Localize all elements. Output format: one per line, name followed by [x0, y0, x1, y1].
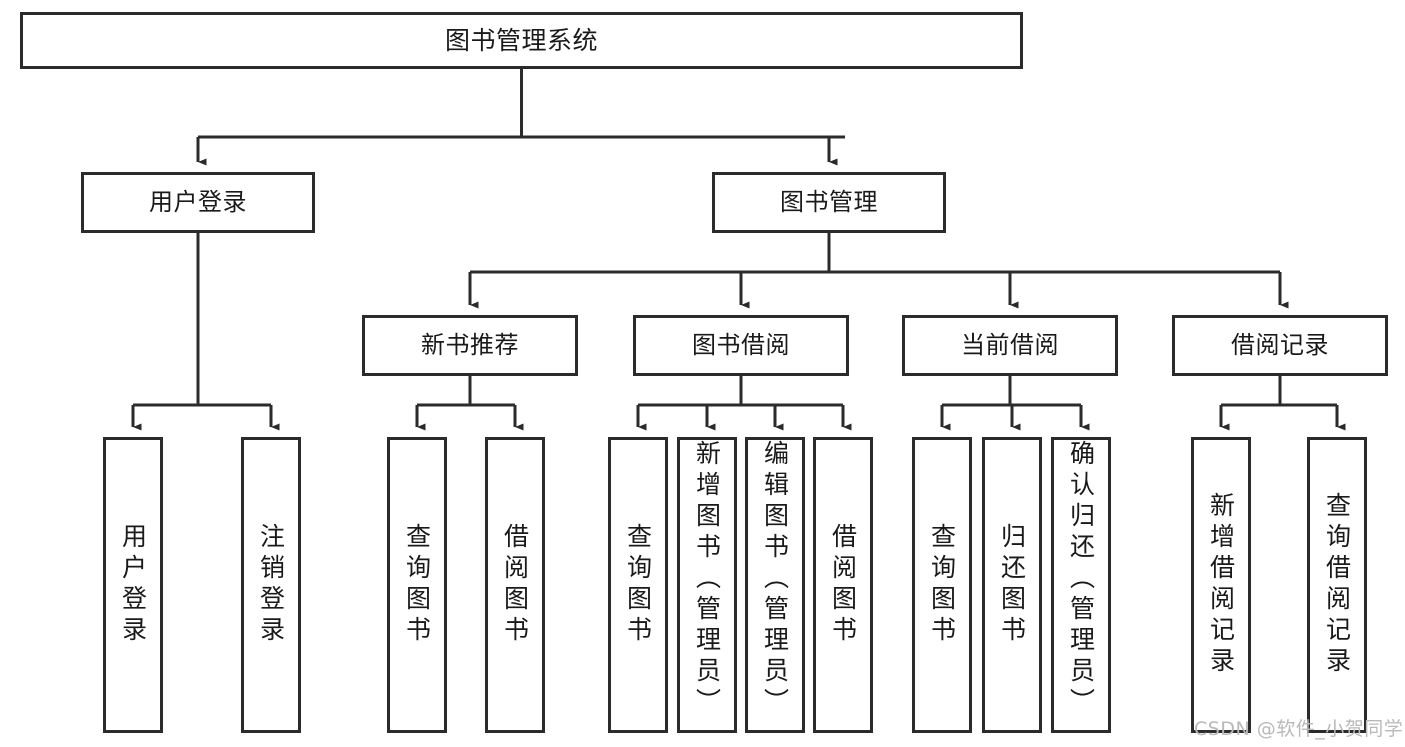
node-borrow-record-label: 借阅记录 [1231, 331, 1329, 360]
node-new-book-recommend-label: 新书推荐 [421, 331, 519, 360]
node-leaf-add-book-label: 新增图书（管理员） [692, 440, 722, 719]
node-leaf-user-login[interactable]: 用户登录 [103, 437, 163, 733]
node-leaf-borrow-book[interactable]: 借阅图书 [813, 437, 873, 733]
node-borrow-record[interactable]: 借阅记录 [1172, 315, 1388, 376]
node-leaf-return-book-label: 归还图书 [997, 523, 1027, 647]
csdn-watermark: CSDN @软件_小贺同学 [1194, 718, 1404, 740]
node-book-borrow-label: 图书借阅 [692, 331, 790, 360]
node-leaf-edit-book[interactable]: 编辑图书（管理员） [745, 437, 805, 733]
node-user-login[interactable]: 用户登录 [81, 172, 315, 233]
node-leaf-query-book-cur[interactable]: 查询图书 [912, 437, 972, 733]
node-leaf-query-book-cur-label: 查询图书 [927, 523, 957, 647]
node-leaf-borrow-book-rec[interactable]: 借阅图书 [485, 437, 545, 733]
node-user-login-label: 用户登录 [149, 188, 247, 217]
node-leaf-borrow-book-label: 借阅图书 [828, 523, 858, 647]
node-leaf-query-book-borrow[interactable]: 查询图书 [608, 437, 668, 733]
node-leaf-user-login-label: 用户登录 [118, 523, 148, 647]
node-leaf-query-record-label: 查询借阅记录 [1322, 492, 1352, 678]
node-current-borrow[interactable]: 当前借阅 [902, 315, 1118, 376]
node-leaf-query-book-rec-label: 查询图书 [402, 523, 432, 647]
node-book-borrow[interactable]: 图书借阅 [633, 315, 849, 376]
node-leaf-query-book-rec[interactable]: 查询图书 [387, 437, 447, 733]
node-leaf-logout-label: 注销登录 [256, 523, 286, 647]
node-leaf-borrow-book-rec-label: 借阅图书 [500, 523, 530, 647]
node-root[interactable]: 图书管理系统 [20, 12, 1023, 69]
node-new-book-recommend[interactable]: 新书推荐 [362, 315, 578, 376]
node-leaf-query-book-borrow-label: 查询图书 [623, 523, 653, 647]
node-leaf-add-record-label: 新增借阅记录 [1206, 492, 1236, 678]
node-leaf-return-book[interactable]: 归还图书 [982, 437, 1042, 733]
node-leaf-query-record[interactable]: 查询借阅记录 [1307, 437, 1367, 733]
node-leaf-logout[interactable]: 注销登录 [241, 437, 301, 733]
node-leaf-confirm-return-label: 确认归还（管理员） [1066, 440, 1096, 719]
node-leaf-edit-book-label: 编辑图书（管理员） [760, 440, 790, 719]
node-leaf-confirm-return[interactable]: 确认归还（管理员） [1051, 437, 1111, 733]
node-root-label: 图书管理系统 [444, 25, 598, 55]
node-book-manage[interactable]: 图书管理 [712, 172, 946, 233]
node-book-manage-label: 图书管理 [780, 188, 878, 217]
node-leaf-add-book[interactable]: 新增图书（管理员） [677, 437, 737, 733]
node-current-borrow-label: 当前借阅 [961, 331, 1059, 360]
node-leaf-add-record[interactable]: 新增借阅记录 [1191, 437, 1251, 733]
